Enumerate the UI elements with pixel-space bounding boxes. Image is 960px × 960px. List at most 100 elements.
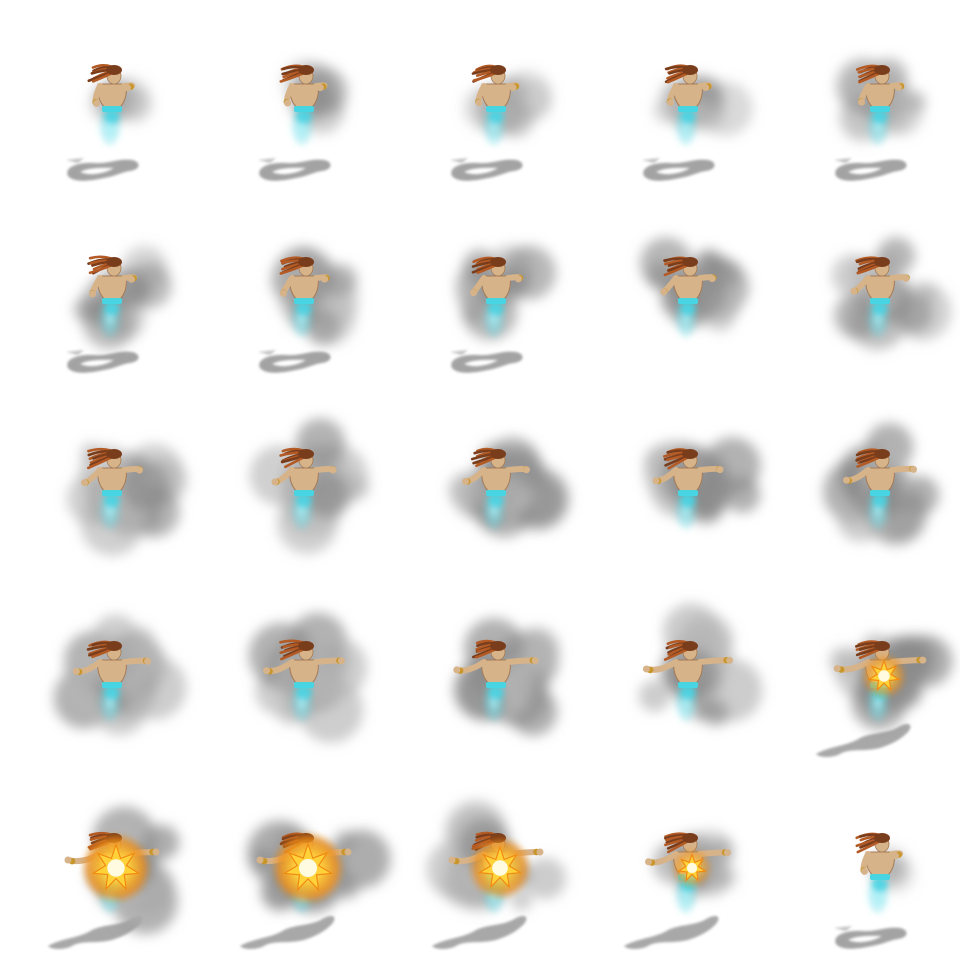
right-hand [152, 848, 160, 856]
sprite-frame-3 [384, 0, 576, 192]
left-hand [843, 476, 850, 484]
waist-sash [486, 298, 506, 304]
magic-burst [469, 837, 531, 899]
ground-shadow [624, 916, 719, 949]
hair-crown [106, 65, 122, 75]
sprite-frame-20 [768, 576, 960, 768]
sprite-frame-21 [0, 768, 192, 960]
sprite-frame-22 [192, 768, 391, 960]
hair-crown [682, 257, 698, 267]
sprite-frame-25 [768, 768, 960, 960]
genie-sprite [240, 820, 391, 949]
hair-crown [874, 641, 890, 651]
right-hand [136, 466, 143, 474]
genie-body [652, 448, 724, 496]
waist-sash [102, 682, 122, 688]
ground-shadow [66, 158, 139, 181]
ground-shadow [48, 916, 143, 949]
genie-body [660, 256, 717, 304]
smoke-puff [702, 699, 729, 726]
genie-body [263, 639, 345, 688]
right-hand [892, 852, 899, 860]
genie-sprite [643, 437, 761, 530]
left-hand [263, 667, 271, 675]
left-hand [448, 856, 456, 864]
left-hand [279, 289, 287, 297]
hair [471, 256, 506, 275]
hair [855, 832, 890, 854]
genie-body [843, 448, 917, 496]
hair-crown [298, 641, 314, 651]
genie-body [470, 256, 524, 304]
ground-shadow [258, 158, 331, 181]
genie-body [81, 447, 144, 496]
left-hand [256, 856, 264, 864]
genie-sprite [816, 633, 953, 757]
left-hand [666, 99, 674, 107]
magic-burst [272, 832, 344, 904]
right-hand [531, 657, 539, 665]
genie-body [72, 640, 152, 688]
waist-sash [486, 106, 506, 112]
hair [279, 447, 314, 469]
genie-sprite [258, 60, 349, 181]
hair [86, 640, 122, 659]
smoke-puff [332, 829, 391, 889]
right-hand [344, 848, 352, 856]
hair-crown [682, 449, 698, 459]
hair [855, 448, 890, 468]
magic-burst [672, 848, 712, 888]
genie-sprite [66, 63, 153, 181]
genie-sprite [249, 418, 370, 554]
smoke-cloud [67, 443, 188, 556]
smoke-puff [324, 263, 358, 297]
right-hand [124, 84, 131, 92]
waist-sash [678, 298, 698, 304]
hair-crown [490, 449, 506, 459]
right-hand [321, 275, 329, 283]
waist-sash [486, 490, 506, 496]
hair [663, 448, 698, 470]
ground-shadow [66, 350, 139, 373]
right-hand [708, 275, 716, 283]
ground-shadow [258, 350, 331, 373]
waist-sash [870, 490, 890, 496]
sprite-frame-23 [384, 768, 576, 960]
left-hand [850, 287, 858, 295]
smoke-cloud [448, 437, 570, 538]
waist-sash [870, 106, 890, 112]
hair-crown [298, 257, 314, 267]
smoke-puff [305, 309, 341, 346]
right-hand [144, 657, 152, 665]
burst-core [299, 859, 317, 877]
hair-crown [490, 257, 506, 267]
sprite-frame-7 [192, 192, 384, 384]
sprite-frame-10 [768, 192, 960, 384]
ground-shadow [450, 350, 523, 373]
right-hand [329, 466, 337, 474]
hair-crown [682, 65, 698, 75]
hair [855, 640, 890, 660]
genie-body [87, 63, 136, 112]
left-hand [861, 867, 868, 875]
genie-sprite [450, 245, 556, 373]
right-hand [726, 656, 734, 664]
left-hand [475, 99, 483, 107]
hair-crown [106, 449, 122, 459]
hair [663, 256, 698, 277]
right-hand [127, 275, 135, 283]
smoke-puff [63, 662, 89, 688]
burst-core [107, 859, 125, 877]
left-hand [660, 288, 668, 296]
hair [279, 64, 314, 83]
magic-burst [862, 654, 906, 698]
left-hand [833, 664, 841, 672]
genie-sprite [53, 614, 187, 735]
left-hand [642, 665, 650, 673]
waist-sash [870, 874, 890, 880]
waist-sash [486, 682, 506, 688]
ground-shadow [240, 916, 335, 949]
ground-shadow [834, 926, 907, 949]
smoke-puff [448, 472, 484, 508]
sprite-frame-16 [0, 576, 192, 768]
